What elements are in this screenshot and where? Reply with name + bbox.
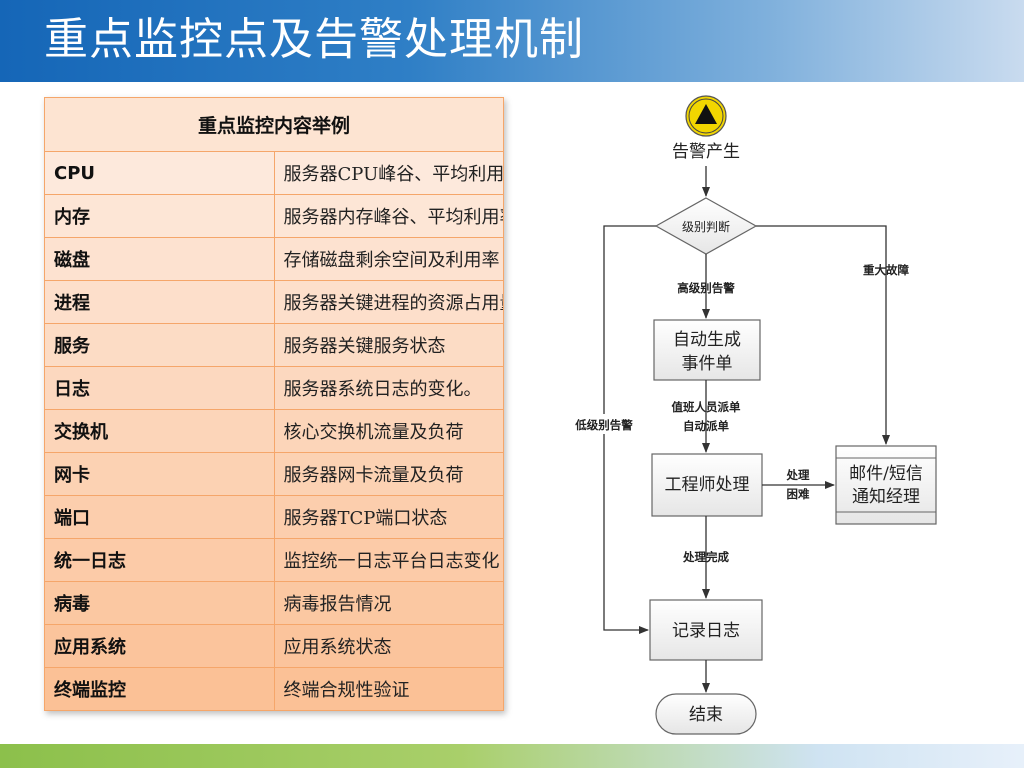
table-row: 进程服务器关键进程的资源占用量 [44,280,504,324]
table-row: 交换机核心交换机流量及负荷 [44,409,504,453]
notify-box: 邮件/短信 通知经理 [835,445,937,525]
row-item: 服务 [44,323,275,367]
edge-major [756,225,890,445]
table-row: 服务服务器关键服务状态 [44,323,504,367]
notify-line2: 通知经理 [852,487,920,507]
start-label: 告警产生 [672,142,740,162]
row-content: 服务器网卡流量及负荷 [273,452,504,496]
edge-low-label-bg [566,414,642,434]
row-content: 监控统一日志平台日志变化 [273,538,504,582]
table-row: 应用系统应用系统状态 [44,624,504,668]
row-content: 服务器系统日志的变化。 [273,366,504,410]
row-content: 服务器内存峰谷、平均利用率 [273,194,504,238]
table-row: 磁盘存储磁盘剩余空间及利用率 [44,237,504,281]
edge-dispatch-line2: 自动派单 [683,419,729,433]
row-item: 应用系统 [44,624,275,668]
edge-high-label: 高级别告警 [677,281,735,295]
row-item: CPU [44,151,275,195]
row-content: 终端合规性验证 [273,667,504,711]
table-row: 病毒病毒报告情况 [44,581,504,625]
row-item: 端口 [44,495,275,539]
notify-line1: 邮件/短信 [849,464,923,484]
warning-triangle-icon [685,95,727,137]
decision-node: 级别判断 [654,197,758,255]
table-header-row: 重点监控内容举例 [44,97,504,152]
row-content: 服务器关键进程的资源占用量 [273,280,504,324]
table-row: 网卡服务器网卡流量及负荷 [44,452,504,496]
row-content: 核心交换机流量及负荷 [273,409,504,453]
engineer-box: 工程师处理 [651,453,763,517]
row-item: 内存 [44,194,275,238]
table-row: 终端监控终端合规性验证 [44,667,504,711]
bottom-bar [0,744,1024,768]
row-item: 终端监控 [44,667,275,711]
table-row: 端口服务器TCP端口状态 [44,495,504,539]
auto-box-line2: 事件单 [682,354,733,374]
edge-low-label: 低级别告警 [574,418,633,432]
engineer-label: 工程师处理 [665,475,750,495]
row-item: 统一日志 [44,538,275,582]
log-label: 记录日志 [672,621,740,641]
end-node: 结束 [655,693,757,735]
row-item: 日志 [44,366,275,410]
row-item: 进程 [44,280,275,324]
log-box: 记录日志 [649,599,763,661]
auto-box-line1: 自动生成 [673,330,741,350]
row-item: 磁盘 [44,237,275,281]
edge-hard-line2: 困难 [787,487,810,501]
row-content: 服务器CPU峰谷、平均利用率 [273,151,504,195]
table-row: 日志服务器系统日志的变化。 [44,366,504,410]
decision-label: 级别判断 [682,219,730,234]
auto-ticket-box: 自动生成 事件单 [653,319,761,381]
row-content: 存储磁盘剩余空间及利用率 [273,237,504,281]
table-row: 统一日志监控统一日志平台日志变化 [44,538,504,582]
edge-hard-line1: 处理 [786,468,810,482]
end-label: 结束 [689,705,723,725]
row-content: 病毒报告情况 [273,581,504,625]
edge-done-label: 处理完成 [682,550,729,564]
row-content: 服务器关键服务状态 [273,323,504,367]
slide-title: 重点监控点及告警处理机制 [44,14,584,65]
row-item: 网卡 [44,452,275,496]
table-header: 重点监控内容举例 [44,97,504,152]
row-content: 服务器TCP端口状态 [273,495,504,539]
edge-dispatch-line1: 值班人员派单 [672,400,741,414]
edge-major-label: 重大故障 [863,263,909,277]
table-row: 内存服务器内存峰谷、平均利用率 [44,194,504,238]
title-bar: 重点监控点及告警处理机制 [0,0,1024,82]
